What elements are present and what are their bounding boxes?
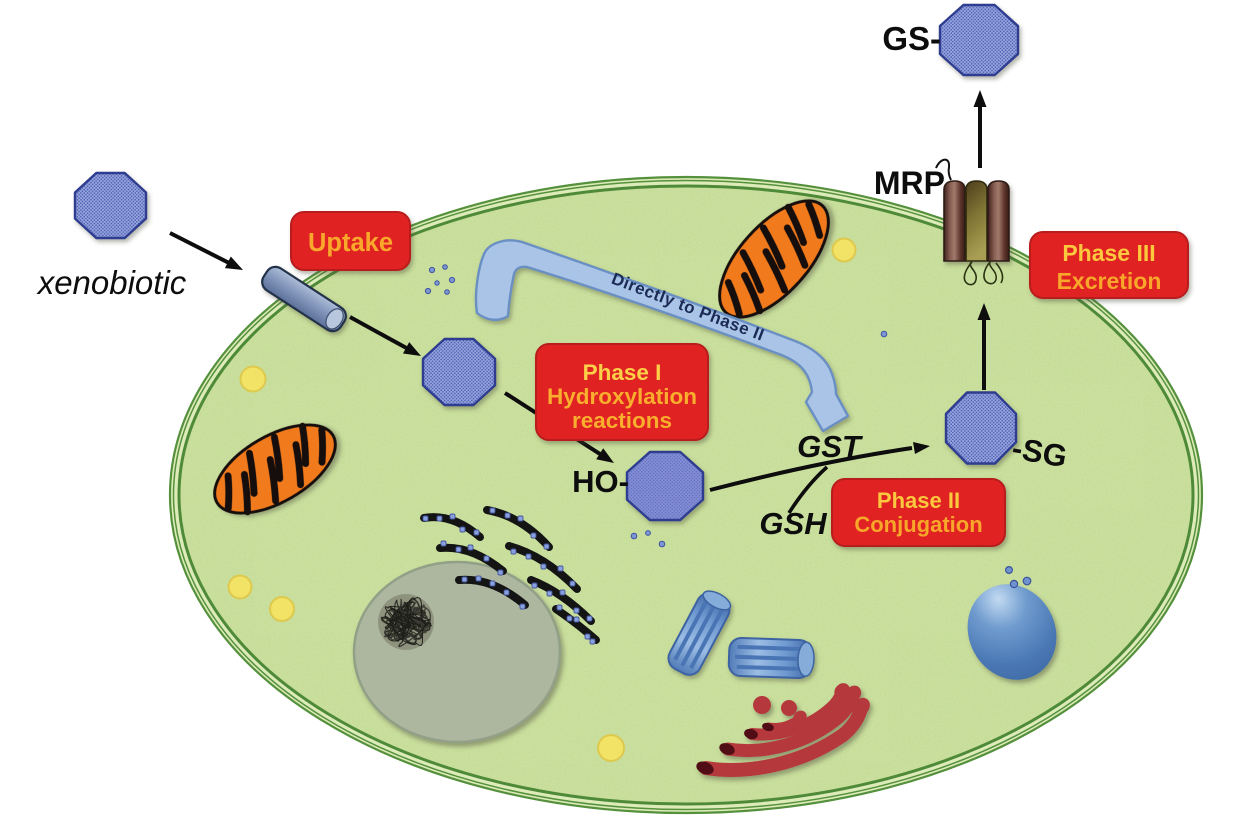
svg-text:MRP: MRP bbox=[874, 165, 945, 201]
svg-text:reactions: reactions bbox=[572, 408, 672, 433]
svg-text:Phase I: Phase I bbox=[583, 360, 662, 385]
svg-text:HO-: HO- bbox=[572, 464, 629, 499]
svg-text:GST: GST bbox=[797, 429, 864, 464]
svg-text:Phase II: Phase II bbox=[877, 488, 960, 513]
svg-text:Excretion: Excretion bbox=[1057, 268, 1162, 294]
svg-text:GSH: GSH bbox=[759, 506, 827, 541]
svg-text:Hydroxylation: Hydroxylation bbox=[547, 384, 697, 409]
svg-text:xenobiotic: xenobiotic bbox=[36, 264, 187, 301]
svg-text:Uptake: Uptake bbox=[308, 229, 393, 257]
svg-text:Phase III: Phase III bbox=[1062, 240, 1155, 266]
svg-text:Conjugation: Conjugation bbox=[854, 512, 982, 537]
svg-text:GS-: GS- bbox=[882, 20, 941, 57]
